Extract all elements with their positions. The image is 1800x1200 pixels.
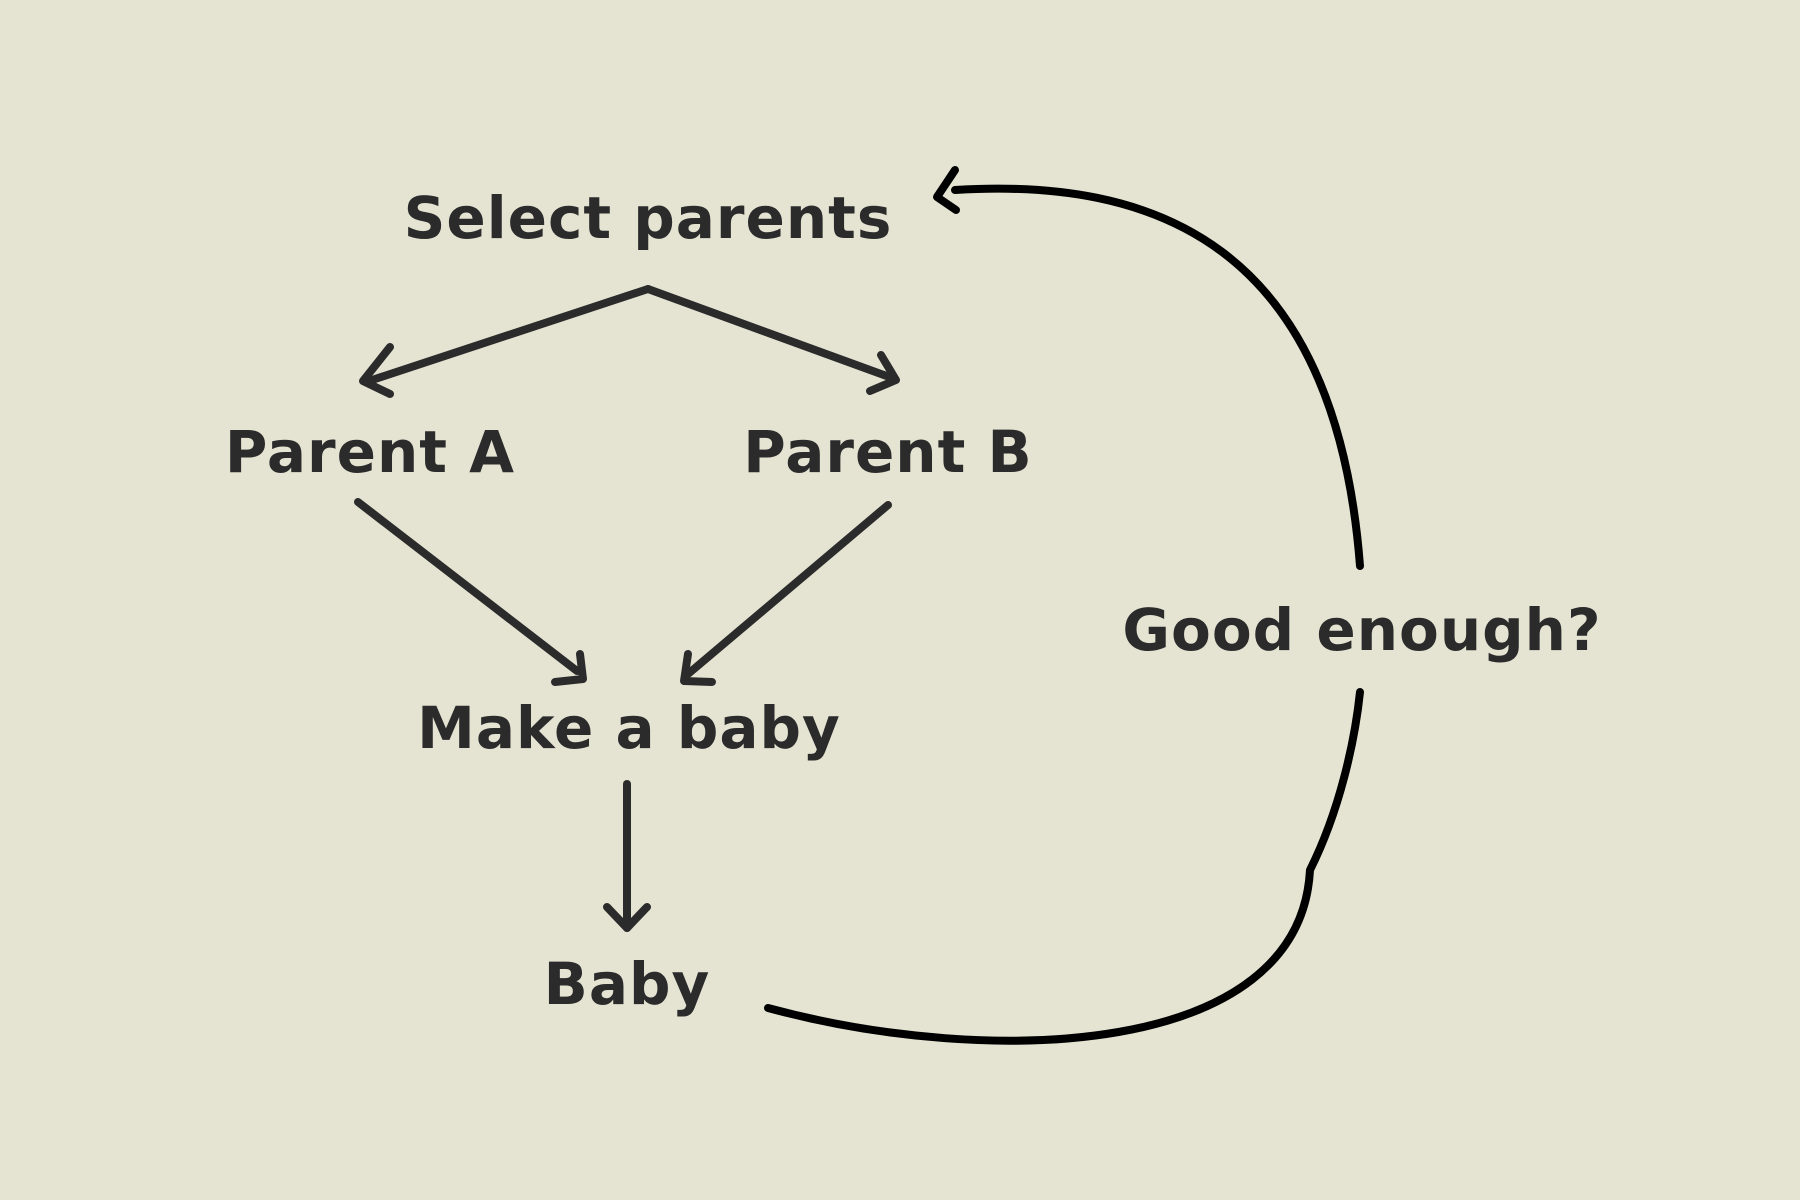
node-make-a-baby: Make a baby	[417, 694, 841, 762]
edge-parent-a-to-make-baby	[354, 498, 587, 686]
feedback-loop-edge	[764, 166, 1364, 1045]
edge-make-baby-to-baby	[603, 780, 651, 932]
node-parent-a: Parent A	[224, 418, 516, 486]
node-good-enough: Good enough?	[1122, 596, 1602, 664]
edge-select-to-parent-b	[644, 285, 900, 395]
node-select-parents: Select parents	[403, 184, 893, 252]
node-baby: Baby	[543, 950, 711, 1018]
edge-select-to-parent-a	[359, 285, 652, 398]
edge-parent-b-to-make-baby	[680, 501, 892, 686]
node-parent-b: Parent B	[743, 418, 1033, 486]
